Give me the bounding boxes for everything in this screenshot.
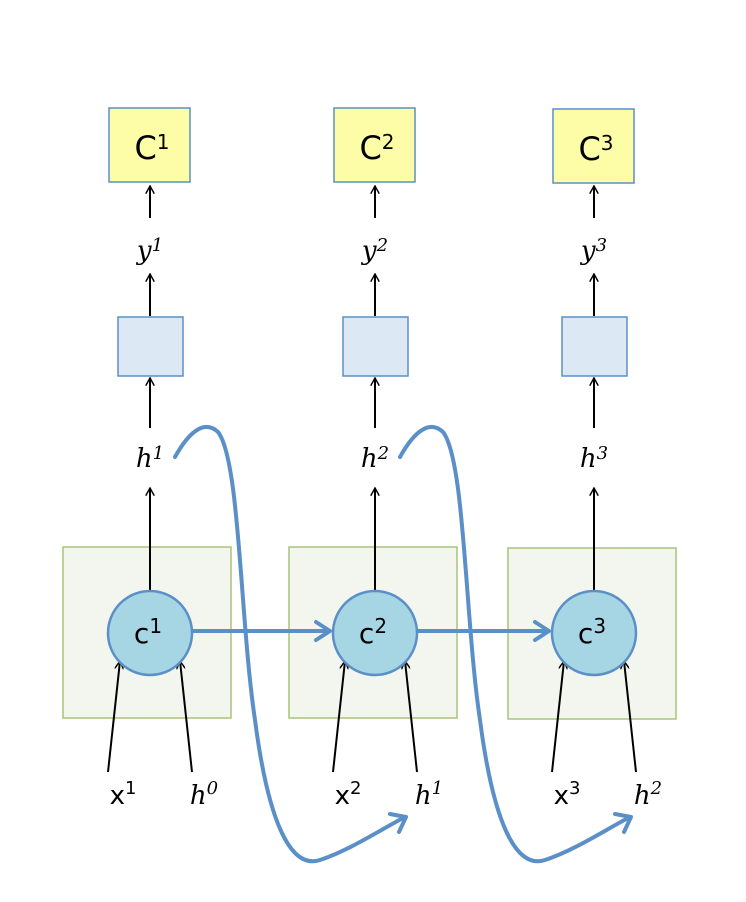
h-label-2: h2 xyxy=(361,443,389,474)
y-label-2: y2 xyxy=(361,235,388,266)
x-input-label-2-base: x xyxy=(335,781,350,811)
y-label-2-sup: 2 xyxy=(376,235,388,256)
node-label-1: c1 xyxy=(134,614,162,650)
node-1 xyxy=(106,589,194,677)
output-label-1-sup: 1 xyxy=(157,130,170,154)
arrow-hprev-to-node-3 xyxy=(624,661,637,773)
output-box-3 xyxy=(552,108,635,184)
node-label-3: c3 xyxy=(578,614,606,650)
node-label-1-base: c xyxy=(134,617,149,650)
h-input-label-2: h1 xyxy=(415,778,443,811)
curve-arrow-h2-to-step3-head xyxy=(613,812,633,834)
curve-arrow-h1-to-step2 xyxy=(173,425,407,864)
y-label-1: y1 xyxy=(136,235,163,266)
output-box-2 xyxy=(333,107,416,183)
node-3 xyxy=(550,589,638,677)
h-input-label-1-base: h xyxy=(190,781,207,811)
output-label-2: C2 xyxy=(359,129,394,167)
h-input-label-3-base: h xyxy=(634,781,651,811)
node-label-3-base: c xyxy=(578,617,593,650)
output-box-1 xyxy=(108,107,191,183)
x-input-label-2: x2 xyxy=(335,778,362,811)
transform-box-3 xyxy=(561,316,628,377)
y-label-1-base: y xyxy=(136,236,152,266)
output-label-2-sup: 2 xyxy=(382,130,395,154)
x-input-label-3-sup: 3 xyxy=(569,778,580,799)
flow-arrow-2-to-3-head xyxy=(533,620,551,642)
x-input-label-1-sup: 1 xyxy=(125,778,136,799)
transform-box-1 xyxy=(117,316,184,377)
output-label-3-sup: 3 xyxy=(601,131,614,155)
h-label-2-base: h xyxy=(361,444,378,474)
h-input-label-1: h0 xyxy=(190,778,218,811)
arrow-x-to-node-3 xyxy=(551,661,564,773)
y-label-2-base: y xyxy=(361,236,377,266)
node-label-3-sup: 3 xyxy=(593,614,606,638)
flow-arrow-1-to-2-head xyxy=(314,620,332,642)
h-label-1-base: h xyxy=(136,444,153,474)
h-label-1: h1 xyxy=(136,443,164,474)
y-label-3-base: y xyxy=(580,236,596,266)
output-label-1-base: C xyxy=(134,129,156,167)
h-label-2-sup: 2 xyxy=(377,443,389,464)
node-label-2: c2 xyxy=(359,614,387,650)
node-2 xyxy=(331,589,419,677)
node-label-1-sup: 1 xyxy=(149,614,162,638)
h-label-3-base: h xyxy=(580,444,597,474)
x-input-label-1: x1 xyxy=(110,778,137,811)
y-label-3-sup: 3 xyxy=(596,235,607,256)
node-label-2-base: c xyxy=(359,617,374,650)
transform-box-2 xyxy=(342,316,409,377)
x-input-label-1-base: x xyxy=(110,781,125,811)
x-input-label-3: x3 xyxy=(554,778,581,811)
arrow-x-to-node-2 xyxy=(332,661,345,773)
y-label-1-sup: 1 xyxy=(152,235,163,256)
h-input-label-2-base: h xyxy=(415,781,432,811)
output-label-1: C1 xyxy=(134,129,169,167)
arrow-hprev-to-node-1 xyxy=(180,661,193,773)
curve-arrow-h1-to-step2-head xyxy=(388,812,408,834)
node-label-2-sup: 2 xyxy=(374,614,387,638)
arrow-hprev-to-node-2 xyxy=(405,661,418,773)
x-input-label-3-base: x xyxy=(554,781,569,811)
y-label-3: y3 xyxy=(580,235,607,266)
h-input-label-2-sup: 1 xyxy=(432,778,443,799)
h-label-3: h3 xyxy=(580,443,608,474)
arrow-x-to-node-1 xyxy=(107,661,120,773)
h-input-label-3: h2 xyxy=(634,778,662,811)
output-label-3: C3 xyxy=(578,130,613,168)
output-label-2-base: C xyxy=(359,129,381,167)
curve-arrow-h2-to-step3 xyxy=(398,425,632,864)
x-input-label-2-sup: 2 xyxy=(350,778,361,799)
h-input-label-1-sup: 0 xyxy=(207,778,218,799)
h-input-label-3-sup: 2 xyxy=(650,778,662,799)
h-label-1-sup: 1 xyxy=(153,443,164,464)
output-label-3-base: C xyxy=(578,130,600,168)
h-label-3-sup: 3 xyxy=(597,443,608,464)
